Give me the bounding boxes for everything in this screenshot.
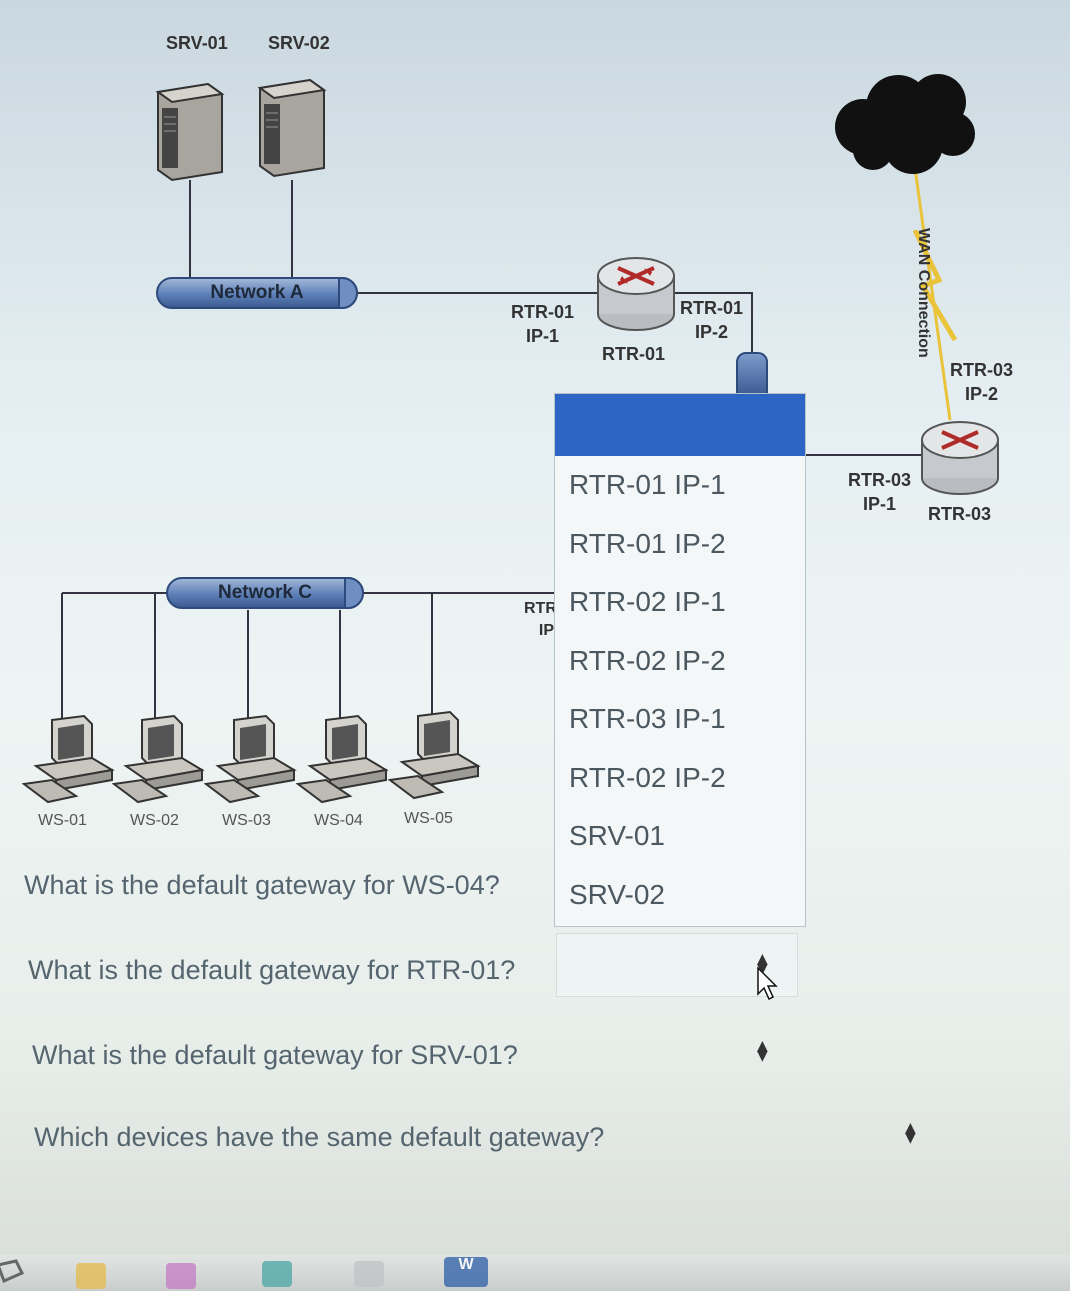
mouse-cursor-icon bbox=[757, 966, 778, 1001]
wan-bolt-icon bbox=[912, 230, 958, 342]
ws01-label: WS-01 bbox=[38, 812, 87, 829]
dropdown-option[interactable]: RTR-02 IP-2 bbox=[569, 761, 726, 793]
rtr01-ip2-label: RTR-01 IP-2 bbox=[680, 296, 743, 344]
question-srv01-gateway: What is the default gateway for SRV-01? bbox=[32, 1040, 518, 1070]
rtr03-name-label: RTR-03 bbox=[928, 504, 992, 524]
network-a-label: Network A bbox=[210, 282, 304, 303]
rtr02-partial-label: RTR IP bbox=[524, 598, 554, 642]
ws05-label: WS-05 bbox=[404, 810, 453, 827]
ws03-label: WS-03 bbox=[222, 812, 271, 829]
word-icon[interactable]: W bbox=[444, 1257, 488, 1287]
dropdown-option[interactable]: SRV-01 bbox=[569, 820, 665, 851]
dropdown-option[interactable]: RTR-03 IP-1 bbox=[569, 703, 726, 734]
rtr03-ip2-line1: RTR-03 bbox=[950, 360, 1014, 380]
workstation-icon bbox=[388, 710, 481, 800]
ws02-label: WS-02 bbox=[130, 812, 179, 829]
network-connector-stub bbox=[736, 352, 768, 396]
rtr01-ip2-line2: IP-2 bbox=[695, 322, 729, 342]
select-arrows-icon: ▲▼ bbox=[757, 1038, 768, 1064]
workstation-icon bbox=[112, 714, 205, 804]
rtr01-ip2-line1: RTR-01 bbox=[680, 298, 744, 318]
rtr02-partial-line1: RTR bbox=[524, 600, 554, 617]
photos-app-icon[interactable] bbox=[354, 1261, 384, 1287]
server-icon bbox=[257, 78, 327, 178]
ws04-label: WS-04 bbox=[314, 812, 363, 829]
srv01-gateway-select[interactable]: ▲▼ bbox=[556, 1018, 798, 1082]
rtr01-ip1-label: RTR-01 IP-1 bbox=[511, 300, 574, 348]
dropdown-option[interactable]: RTR-01 IP-1 bbox=[569, 469, 726, 500]
taskbar: W bbox=[0, 1255, 1070, 1291]
network-a-bar: Network A bbox=[156, 277, 358, 309]
wan-connection-label: WAN Connection bbox=[915, 228, 932, 358]
select-arrows-icon: ▲▼ bbox=[757, 951, 768, 977]
cloud-icon bbox=[835, 74, 975, 174]
server-icon bbox=[155, 82, 225, 182]
same-gateway-select[interactable]: ▲▼ bbox=[648, 1100, 948, 1164]
select-arrows-icon: ▲▼ bbox=[905, 1120, 916, 1146]
network-c-label: Network C bbox=[218, 582, 312, 603]
rtr03-ip2-label: RTR-03 IP-2 bbox=[950, 358, 1013, 406]
question-ws04-gateway: What is the default gateway for WS-04? bbox=[24, 870, 500, 900]
question-same-gateway: Which devices have the same default gate… bbox=[34, 1122, 605, 1152]
router-icon bbox=[921, 421, 999, 495]
dropdown-option[interactable]: RTR-02 IP-2 bbox=[569, 644, 726, 676]
rtr03-ip1-line2: IP-1 bbox=[863, 494, 897, 514]
dropdown-option[interactable]: RTR-02 IP-1 bbox=[569, 586, 726, 617]
rtr03-ip1-line1: RTR-03 bbox=[848, 470, 912, 490]
rtr01-ip1-line1: RTR-01 bbox=[511, 302, 575, 322]
rtr03-ip2-line2: IP-2 bbox=[965, 384, 999, 404]
rtr01-ip1-line2: IP-1 bbox=[526, 326, 560, 346]
dropdown-selected-highlight[interactable] bbox=[555, 394, 805, 456]
rtr02-partial-line2: IP bbox=[538, 622, 554, 639]
dropdown-option[interactable]: RTR-01 IP-2 bbox=[569, 527, 726, 559]
store-icon[interactable] bbox=[166, 1263, 196, 1289]
workstation-icon bbox=[296, 714, 389, 804]
network-c-bar: Network C bbox=[166, 577, 364, 609]
rtr01-name-label: RTR-01 bbox=[602, 344, 666, 364]
question-rtr01-gateway: What is the default gateway for RTR-01? bbox=[28, 955, 516, 985]
workstation-icon bbox=[22, 714, 115, 804]
server-label-srv02: SRV-02 bbox=[268, 33, 330, 53]
server-label-srv01: SRV-01 bbox=[166, 33, 228, 53]
arrow-app-icon[interactable] bbox=[0, 1259, 24, 1285]
rtr03-ip1-label: RTR-03 IP-1 bbox=[848, 468, 911, 516]
dropdown-option[interactable]: SRV-02 bbox=[569, 878, 665, 910]
word-icon-letter: W bbox=[458, 1256, 474, 1273]
video-app-icon[interactable] bbox=[262, 1261, 292, 1287]
file-explorer-icon[interactable] bbox=[76, 1263, 106, 1289]
workstation-icon bbox=[204, 714, 297, 804]
router-icon bbox=[597, 257, 675, 331]
gateway-dropdown-list[interactable]: RTR-01 IP-1 RTR-01 IP-2 RTR-02 IP-1 RTR-… bbox=[554, 393, 806, 927]
